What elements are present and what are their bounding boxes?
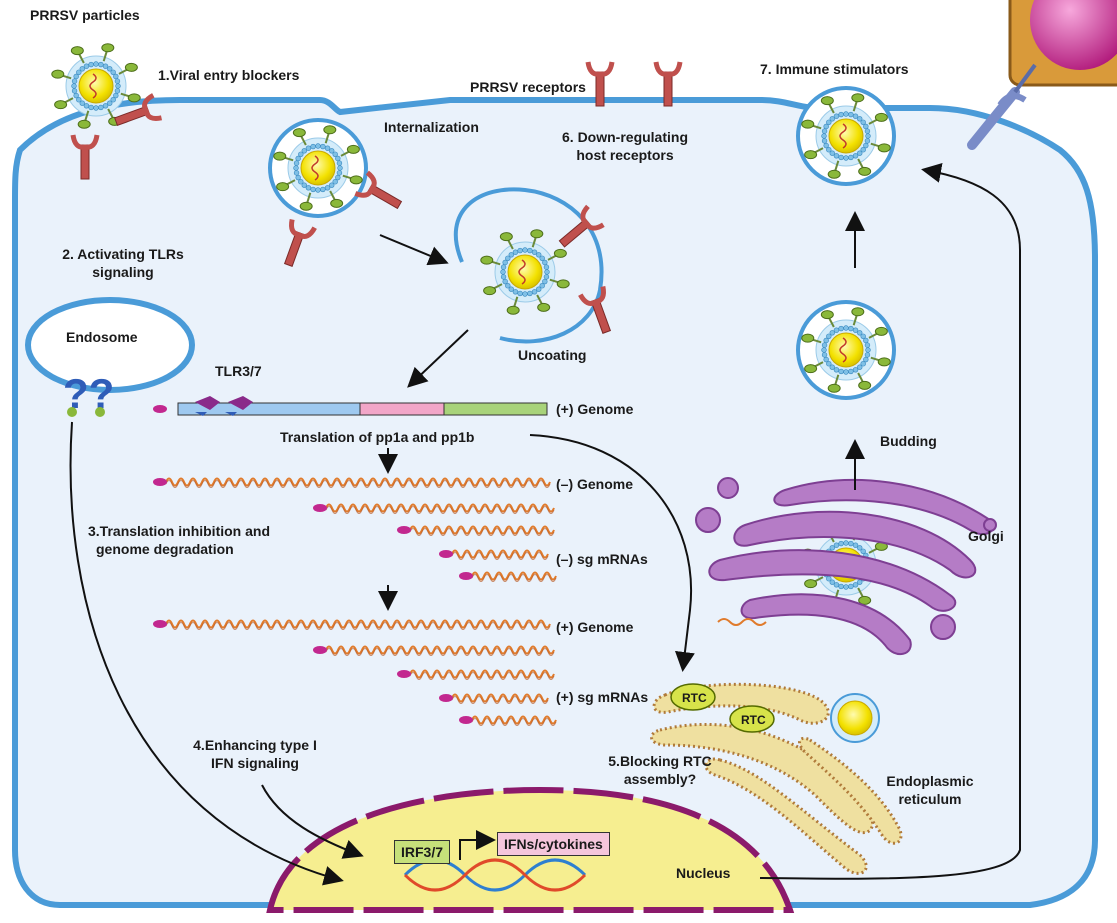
- label-enhancing-ifn-line2: IFN signaling: [211, 755, 299, 771]
- label-golgi: Golgi: [968, 528, 1004, 544]
- label-er: Endoplasmic reticulum: [870, 772, 990, 808]
- endoplasmic-reticulum: [650, 682, 903, 875]
- receptor-uncoating-2-icon: [578, 285, 612, 334]
- label-down-regulating-line2: host receptors: [576, 147, 674, 163]
- label-translation-inhibition-line1: 3.Translation inhibition and: [88, 523, 271, 539]
- virion-budding-icon: [796, 300, 896, 400]
- er-virion-core: [837, 700, 873, 736]
- label-internalization: Internalization: [384, 119, 479, 135]
- label-prrsv-particles: PRRSV particles: [30, 7, 140, 23]
- rtc-2-label: RTC: [741, 713, 766, 727]
- label-tlr37: TLR3/7: [215, 363, 262, 379]
- label-neg-genome: (–) Genome: [556, 476, 634, 492]
- label-immune-stimulators: 7. Immune stimulators: [760, 61, 909, 77]
- rtc-1-shape: [670, 683, 716, 711]
- label-down-regulating-line1: 6. Down-regulating: [562, 129, 688, 145]
- rna-pos-sg-1: [313, 645, 555, 656]
- tlr-question-icon: ??: [63, 370, 114, 417]
- label-activating-tlrs-line2: signaling: [92, 264, 154, 280]
- rna-neg-genome: [153, 477, 551, 488]
- label-budding: Budding: [880, 433, 937, 449]
- irf37-box: IRF3/7: [394, 840, 451, 864]
- label-uncoating: Uncoating: [518, 347, 587, 363]
- label-translation-inhibition-line2: genome degradation: [96, 541, 234, 557]
- cell-membrane: [12, 97, 1098, 908]
- rna-pos-genome: [153, 619, 551, 630]
- virion-internalized-icon: [268, 118, 368, 218]
- rna-neg-sg-3: [439, 549, 549, 560]
- genome-bar: [153, 396, 548, 416]
- label-translation-pp1: Translation of pp1a and pp1b: [280, 429, 475, 445]
- label-down-regulating: 6. Down-regulating host receptors: [555, 128, 695, 164]
- label-activating-tlrs-line1: 2. Activating TLRs: [62, 246, 184, 262]
- rna-neg-sg-2: [397, 525, 555, 536]
- process-arrows: [69, 163, 1021, 886]
- label-activating-tlrs: 2. Activating TLRs signaling: [48, 245, 198, 281]
- receptor-entry-icon: [114, 93, 163, 127]
- label-pos-sg-mrnas: (+) sg mRNAs: [556, 689, 649, 705]
- label-translation-inhibition: 3.Translation inhibition and genome degr…: [88, 522, 270, 558]
- label-er-line2: reticulum: [898, 791, 962, 807]
- uncoating-membrane: [453, 187, 604, 344]
- label-pos-genome-bottom: (+) Genome: [556, 619, 634, 635]
- rna-pos-sg-3: [439, 693, 549, 704]
- rna-neg-sg-4: [459, 571, 557, 582]
- immune-receptor-icon: [967, 63, 1037, 150]
- label-pos-genome-top: (+) Genome: [556, 401, 634, 417]
- label-enhancing-ifn-line1: 4.Enhancing type I: [193, 737, 317, 753]
- receptor-internal-2-icon: [283, 218, 317, 267]
- label-neg-sg-mrnas: (–) sg mRNAs: [556, 551, 648, 567]
- label-nucleus: Nucleus: [676, 865, 731, 881]
- ifns-cytokines-box: IFNs/cytokines: [497, 832, 610, 856]
- label-prrsv-receptors: PRRSV receptors: [470, 79, 586, 95]
- virion-outside-icon: [51, 43, 141, 129]
- rtc-1-label: RTC: [682, 691, 707, 705]
- endosome: [25, 297, 195, 393]
- label-blocking-rtc-line1: 5.Blocking RTC: [608, 753, 712, 769]
- rna-neg-sg-1: [313, 503, 555, 514]
- label-endosome: Endosome: [66, 329, 138, 345]
- label-blocking-rtc: 5.Blocking RTC assembly?: [600, 752, 720, 788]
- rna-pos-sg-4: [459, 715, 557, 726]
- receptor-membrane-2-icon: [653, 61, 683, 107]
- rtc-2-shape: [729, 705, 775, 733]
- receptor-outside-icon: [70, 134, 100, 180]
- label-viral-entry-blockers: 1.Viral entry blockers: [158, 67, 300, 83]
- label-er-line1: Endoplasmic: [886, 773, 974, 789]
- receptor-internal-1-icon: [354, 170, 403, 210]
- rna-pos-sg-2: [397, 669, 555, 680]
- free-rna: [717, 618, 767, 626]
- receptor-membrane-1-icon: [585, 61, 615, 107]
- irf-arrow: [459, 830, 496, 860]
- label-blocking-rtc-line2: assembly?: [623, 771, 697, 787]
- receptor-uncoating-1-icon: [558, 204, 605, 248]
- label-enhancing-ifn: 4.Enhancing type I IFN signaling: [180, 736, 330, 772]
- virion-uncoating-icon: [480, 229, 570, 315]
- virion-mature-icon: [796, 86, 896, 186]
- golgi-apparatus: [695, 477, 997, 655]
